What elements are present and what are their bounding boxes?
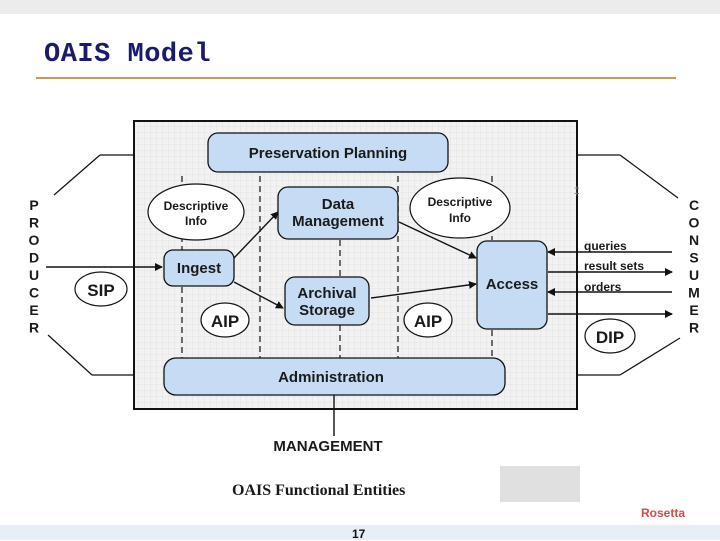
management-label: MANAGEMENT (273, 438, 382, 455)
access-box (476, 240, 548, 330)
preservation-planning-box (207, 132, 449, 173)
corner-mark: ++ (572, 185, 582, 196)
title-rule (36, 77, 676, 79)
descriptive-info-oval-left (147, 183, 245, 241)
dip-label: DIP (596, 328, 624, 347)
ingest-box (163, 249, 235, 287)
consumer-letter: O (689, 215, 700, 231)
arrow-ingest-to-archival-storage (233, 281, 284, 309)
administration-label: Administration (278, 369, 384, 386)
slide-title: OAIS Model (44, 40, 212, 70)
aip-left-label: AIP (211, 312, 239, 331)
orders-label: orders (584, 280, 622, 294)
caption-gray-block (500, 466, 580, 502)
dip-oval (584, 318, 636, 354)
consumer-letter: S (689, 250, 698, 266)
producer-bracket (47, 154, 134, 376)
data-management-box (277, 186, 399, 240)
aip-right-label: AIP (414, 312, 442, 331)
archival-storage-label-line2: Storage (299, 302, 355, 319)
producer-letter: P (29, 197, 38, 213)
producer-letter: D (29, 250, 39, 266)
descriptive-info-left-line2: Info (185, 214, 207, 228)
administration-box (163, 357, 506, 396)
consumer-letter: N (689, 232, 699, 248)
queries-label: queries (584, 239, 627, 253)
consumer-letter: U (689, 267, 699, 283)
producer-letter: U (29, 267, 39, 283)
sip-oval (74, 271, 128, 307)
descriptive-info-left-line1: Descriptive (164, 199, 229, 213)
consumer-bracket (577, 154, 681, 376)
ingest-label: Ingest (177, 260, 221, 277)
footer-band (0, 525, 720, 540)
flow-arrows (46, 211, 673, 436)
preservation-planning-label: Preservation Planning (249, 145, 407, 162)
access-label: Access (486, 276, 539, 293)
aip-oval-right (403, 302, 453, 338)
consumer-letter: M (688, 285, 700, 301)
sip-label: SIP (87, 281, 114, 300)
data-management-label-line2: Management (292, 213, 384, 230)
archival-storage-box (284, 276, 370, 326)
archival-storage-label-line1: Archival (297, 285, 356, 302)
descriptive-info-right-line2: Info (449, 211, 471, 225)
descriptive-info-right-line1: Descriptive (428, 195, 493, 209)
producer-letter: E (29, 302, 38, 318)
top-band (0, 0, 720, 14)
consumer-letter: C (689, 197, 699, 213)
producer-letter: R (29, 215, 39, 231)
arrow-ingest-to-data-management (233, 211, 279, 259)
producer-letter: O (29, 232, 40, 248)
rosetta-logo: Rosetta (641, 506, 686, 520)
arrow-storage-to-access (370, 280, 477, 299)
producer-letter: R (29, 320, 39, 336)
consumer-letter: E (689, 302, 698, 318)
diagram-caption: OAIS Functional Entities (232, 482, 406, 499)
arrow-data-management-to-access (398, 221, 477, 259)
result-sets-label: result sets (584, 259, 644, 273)
page-number: 17 (352, 527, 366, 541)
consumer-letter: R (689, 320, 699, 336)
data-management-label-line1: Data (322, 196, 355, 213)
descriptive-info-oval-right (409, 177, 511, 239)
producer-letter: C (29, 285, 39, 301)
aip-oval-left (200, 302, 250, 338)
